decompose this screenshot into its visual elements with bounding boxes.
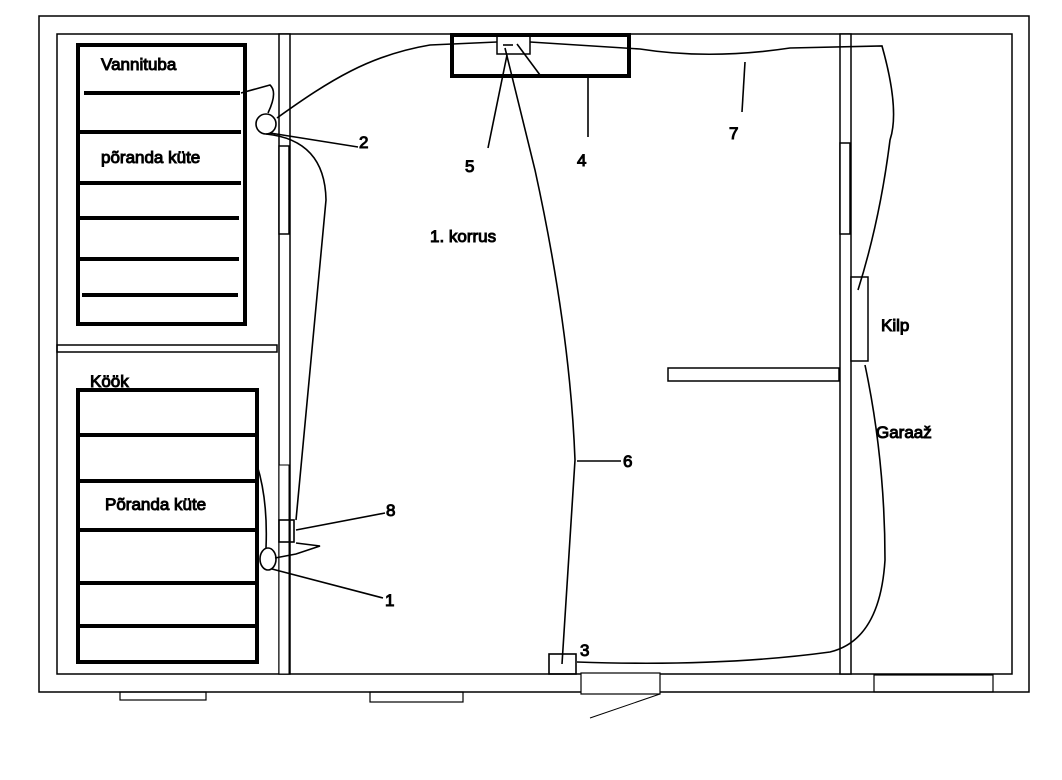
marker-7: 7 <box>729 124 738 143</box>
marker-8: 8 <box>386 501 395 520</box>
left-door-lower <box>278 464 290 675</box>
label-kitchen: Köök <box>90 372 129 391</box>
bathroom-heating-loops <box>80 91 241 297</box>
label-bathroom: Vannituba <box>101 55 177 74</box>
garage-partition-wall <box>839 33 852 675</box>
marker-2: 2 <box>359 133 368 152</box>
label-floor: 1. korrus <box>430 227 496 246</box>
kitchen-heating-box <box>76 388 259 664</box>
label-panel: Kilp <box>881 316 909 335</box>
bathroom-heating-box <box>76 43 247 326</box>
valve-8 <box>278 519 295 543</box>
manifold-2 <box>255 113 277 135</box>
panel-box <box>850 276 869 362</box>
marker-4: 4 <box>577 151 586 170</box>
window <box>369 691 464 703</box>
marker-3: 3 <box>580 641 589 660</box>
boiler-box <box>450 33 631 78</box>
garage-door <box>839 142 851 235</box>
marker-1: 1 <box>385 591 394 610</box>
outer-wall <box>38 15 1030 693</box>
window <box>873 674 994 693</box>
interior-wall-stub <box>667 367 840 382</box>
bath-kitchen-wall <box>56 344 278 353</box>
left-door <box>278 145 290 235</box>
label-garage: Garaaž <box>876 423 932 442</box>
manifold-1 <box>259 547 277 571</box>
valve-box <box>496 34 531 55</box>
label-bathroom-heating: põranda küte <box>101 148 200 167</box>
entrance-door <box>580 672 661 695</box>
label-kitchen-heating: Põranda küte <box>105 495 206 514</box>
door-swing <box>589 693 661 719</box>
window <box>119 691 207 701</box>
marker-6: 6 <box>623 452 632 471</box>
kitchen-heating-loops <box>80 433 258 628</box>
pump-3 <box>548 653 577 675</box>
marker-5: 5 <box>465 157 474 176</box>
pipes <box>240 41 895 675</box>
